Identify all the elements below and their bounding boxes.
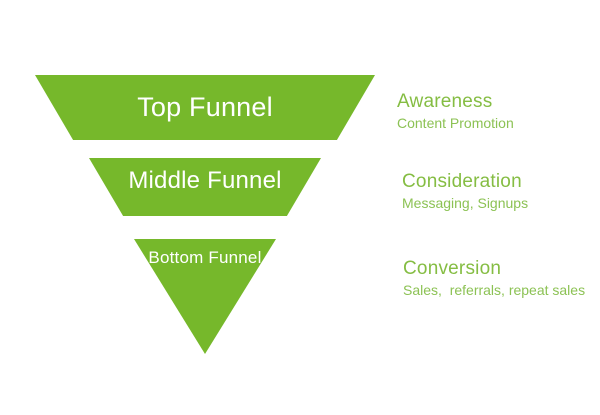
annotation-consideration-subtext: Messaging, Signups [402,195,529,211]
funnel-stage-middle-label: Middle Funnel [128,167,282,194]
annotation-awareness-subtext: Content Promotion [397,115,514,131]
funnel-stage-middle-shape: Middle Funnel [89,158,321,216]
funnel-stage-bottom-shape: Bottom Funnel [134,239,276,354]
funnel-stage-bottom-label: Bottom Funnel [148,248,262,267]
annotation-conversion-heading: Conversion [403,258,502,279]
annotation-conversion: Conversion Sales, referrals, repeat sale… [403,257,585,299]
annotation-consideration-heading: Consideration [402,171,522,192]
annotation-consideration: Consideration Messaging, Signups [402,170,528,212]
annotation-conversion-subtext: Sales, referrals, repeat sales [403,282,586,298]
annotation-awareness-heading: Awareness [397,91,493,112]
funnel-stage-top-shape: Top Funnel [35,75,375,140]
funnel-stage-top-label: Top Funnel [137,92,273,122]
annotation-awareness: Awareness Content Promotion [397,90,514,132]
